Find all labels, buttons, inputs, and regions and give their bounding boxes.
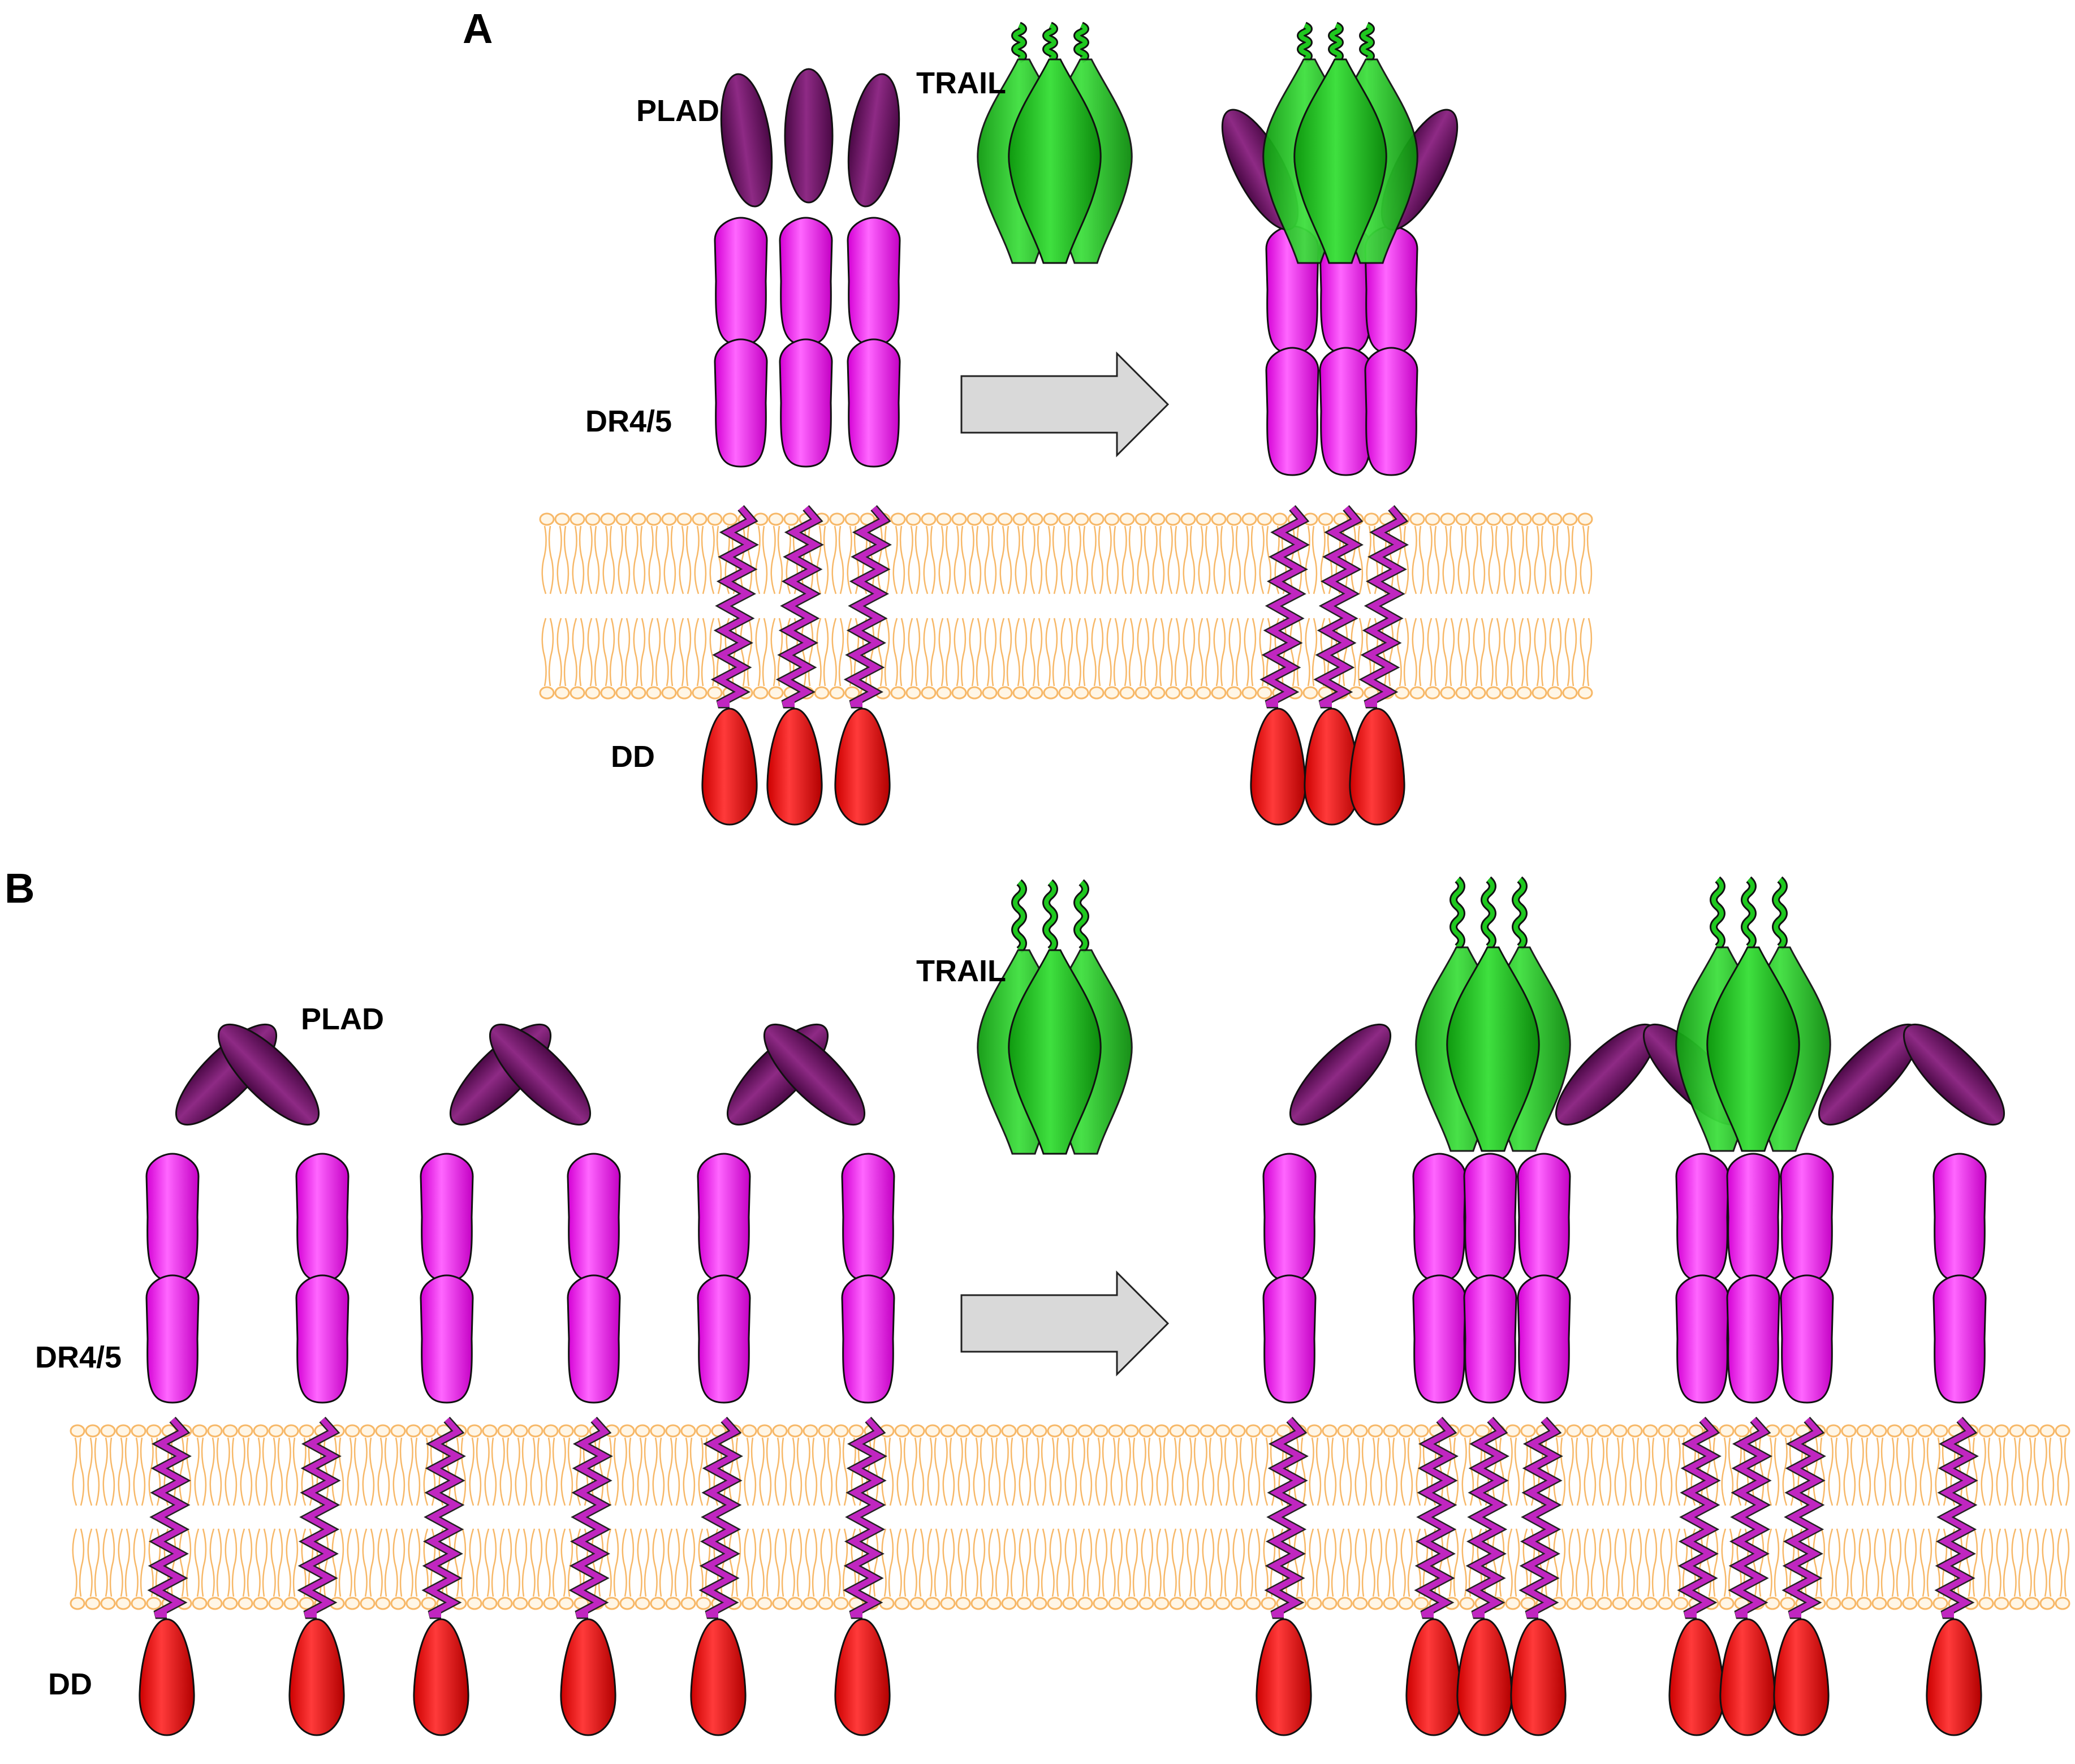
receptor-b-4 — [560, 1153, 621, 1736]
receptor-b-bound-5 — [1668, 1153, 1729, 1736]
receptor-b-bound-3-dd — [1456, 1618, 1513, 1736]
plad-b-right-2 — [489, 1023, 592, 1126]
trail-label-a: TRAIL — [916, 66, 1006, 100]
receptor-b-bound-6 — [1719, 1153, 1780, 1736]
receptor-b-6-dd — [834, 1618, 891, 1736]
receptor-a-1-dd — [701, 708, 758, 826]
receptor-a-bound-1-dd — [1250, 708, 1306, 826]
receptor-b-bound-7-dd — [1773, 1618, 1830, 1736]
receptor-b-3 — [413, 1153, 474, 1736]
arrow-panel-a — [960, 351, 1170, 458]
plad-a-2 — [847, 73, 900, 208]
receptor-a-2-dd — [766, 708, 823, 826]
plad-a-3 — [784, 68, 834, 204]
panel-b-label: B — [5, 865, 34, 912]
membrane-panel-b — [70, 1424, 2070, 1610]
membrane-panel-a — [539, 512, 1593, 700]
receptor-a-3 — [834, 217, 901, 826]
label-layer: A B PLAD TRAIL DR4/5 DD PLAD TRAIL DR4/5… — [5, 5, 1006, 1701]
receptor-a-bound-3 — [1349, 225, 1418, 826]
plad-b-right-1 — [217, 1023, 320, 1126]
receptor-a-1 — [701, 217, 768, 826]
receptor-b-bound-2-dd — [1405, 1618, 1462, 1736]
receptor-b-bound-2 — [1405, 1153, 1466, 1736]
receptor-b-bound-4-dd — [1510, 1618, 1567, 1736]
receptor-a-3-dd — [834, 708, 891, 826]
trail-b-bound-1 — [1415, 876, 1571, 1152]
receptor-b-bound-5-dd — [1668, 1618, 1725, 1736]
receptor-a-bound-3-dd — [1349, 708, 1405, 826]
receptor-b-bound-3 — [1456, 1153, 1517, 1736]
receptor-b-5 — [690, 1153, 751, 1736]
plad-label-b: PLAD — [301, 1002, 384, 1036]
trail-label-b: TRAIL — [916, 954, 1006, 988]
receptor-b-4-dd — [560, 1618, 616, 1736]
trail-b-bound-2 — [1675, 876, 1831, 1152]
receptor-b-3-dd — [413, 1618, 469, 1736]
receptor-b-5-dd — [690, 1618, 747, 1736]
plad-label-a: PLAD — [636, 94, 719, 128]
receptor-b-bound-6-dd — [1719, 1618, 1776, 1736]
receptor-b-bound-1 — [1256, 1153, 1317, 1736]
receptor-b-1-dd — [139, 1618, 195, 1736]
receptor-b-bound-4 — [1510, 1153, 1571, 1736]
receptor-b-1 — [139, 1153, 200, 1736]
molecule-layer — [139, 21, 2005, 1736]
plad-b-bound-5 — [1903, 1023, 2005, 1126]
arrow-panel-b — [960, 1270, 1170, 1377]
plad-b-bound-1 — [1289, 1023, 1392, 1126]
receptor-a-bound-1 — [1250, 225, 1319, 826]
receptor-label-b: DR4/5 — [35, 1340, 122, 1374]
receptor-b-6 — [834, 1153, 895, 1736]
receptor-b-bound-8 — [1926, 1153, 1987, 1736]
dd-label-a: DD — [611, 740, 655, 774]
trail-a-free — [977, 21, 1133, 264]
arrow-layer — [960, 351, 1170, 1377]
panel-a-label: A — [463, 5, 493, 52]
receptor-a-2 — [766, 217, 833, 826]
dd-label-b: DD — [48, 1667, 92, 1701]
receptor-b-bound-7 — [1773, 1153, 1834, 1736]
receptor-b-2 — [288, 1153, 350, 1736]
receptor-b-bound-8-dd — [1926, 1618, 1982, 1736]
trail-a-bound — [1262, 21, 1418, 264]
plad-a-1 — [720, 73, 773, 208]
receptor-label-a: DR4/5 — [585, 404, 672, 438]
trail-b-free — [977, 879, 1133, 1155]
receptor-b-2-dd — [288, 1618, 345, 1736]
plad-b-right-3 — [763, 1023, 866, 1126]
receptor-b-bound-1-dd — [1256, 1618, 1312, 1736]
